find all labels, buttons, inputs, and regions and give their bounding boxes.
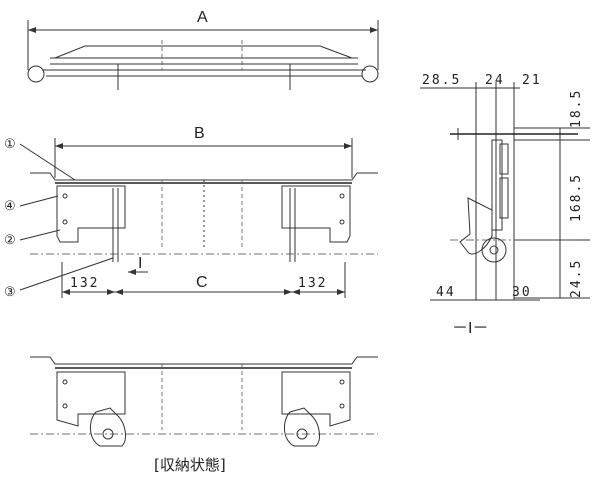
dimension-label-c: C xyxy=(196,274,208,291)
dimension-label-21: 21 xyxy=(522,73,542,88)
section-hook xyxy=(459,197,493,255)
top-tray-body xyxy=(54,45,353,59)
dimension-label-28-5: 28.5 xyxy=(422,73,461,88)
dimension-label-a: A xyxy=(197,9,208,26)
callout-3: ③ xyxy=(4,284,16,299)
left-hook xyxy=(90,407,126,447)
front-view: B ① ④ ② ③ I xyxy=(4,125,378,299)
dimension-label-18-5: 18.5 xyxy=(569,89,584,128)
section-title: －I－ xyxy=(452,320,488,337)
dimension-label-b: B xyxy=(194,125,205,142)
dimension-label-44: 44 xyxy=(436,285,456,300)
left-bracket xyxy=(56,185,126,243)
stowed-view: [収納状態] xyxy=(30,356,378,474)
stowed-state-caption: [収納状態] xyxy=(154,456,226,474)
dimension-label-168-5: 168.5 xyxy=(569,173,584,222)
dimension-label-24-5: 24.5 xyxy=(569,259,584,298)
callout-2: ② xyxy=(4,232,16,247)
left-wheel xyxy=(27,65,45,83)
right-bracket xyxy=(281,185,351,243)
dimension-label-132-left: 132 xyxy=(70,276,99,291)
callout-1: ① xyxy=(4,136,16,151)
dimension-label-24: 24 xyxy=(485,73,505,88)
section-mark-i: I xyxy=(138,255,142,272)
top-view: A xyxy=(27,9,379,90)
dimension-label-132-right: 132 xyxy=(298,276,327,291)
dimension-label-30: 30 xyxy=(512,285,532,300)
right-wheel xyxy=(361,65,379,83)
right-hook xyxy=(284,407,320,447)
callout-4: ④ xyxy=(4,198,16,213)
section-view: 28.5 24 21 18.5 168.5 24.5 44 30 －I－ xyxy=(420,73,590,337)
